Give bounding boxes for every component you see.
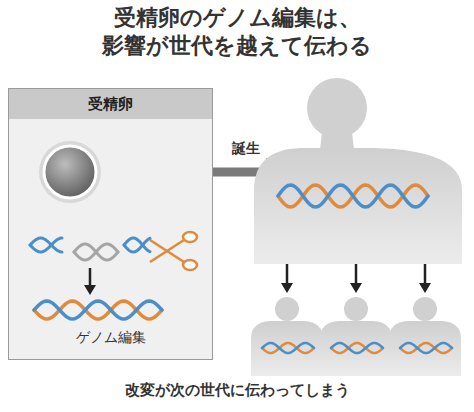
diagram-caption: 改変が次の世代に伝わってしまう bbox=[0, 381, 474, 400]
panel-heading: 受精卵 bbox=[9, 89, 212, 119]
dna-strand bbox=[331, 343, 383, 353]
birth-arrow bbox=[213, 168, 268, 177]
down-arrows bbox=[281, 264, 431, 293]
panel-box: 受精卵ゲノム編集 bbox=[8, 88, 213, 360]
diagram-title: 受精卵のゲノム編集は、 影響が世代を越えて伝わる bbox=[47, 4, 427, 60]
dna-strand bbox=[262, 343, 314, 353]
dna-strand bbox=[400, 343, 452, 353]
dna-strand bbox=[331, 343, 383, 353]
children bbox=[251, 297, 461, 376]
arrow-label: 誕生 bbox=[232, 140, 260, 158]
dna-strand bbox=[400, 343, 452, 353]
dna-strand bbox=[278, 185, 428, 207]
panel-label: ゲノム編集 bbox=[9, 329, 212, 347]
birth-arrow-head bbox=[266, 158, 290, 186]
person bbox=[254, 78, 462, 264]
dna-strand bbox=[262, 343, 314, 353]
dna-strand bbox=[278, 185, 428, 207]
